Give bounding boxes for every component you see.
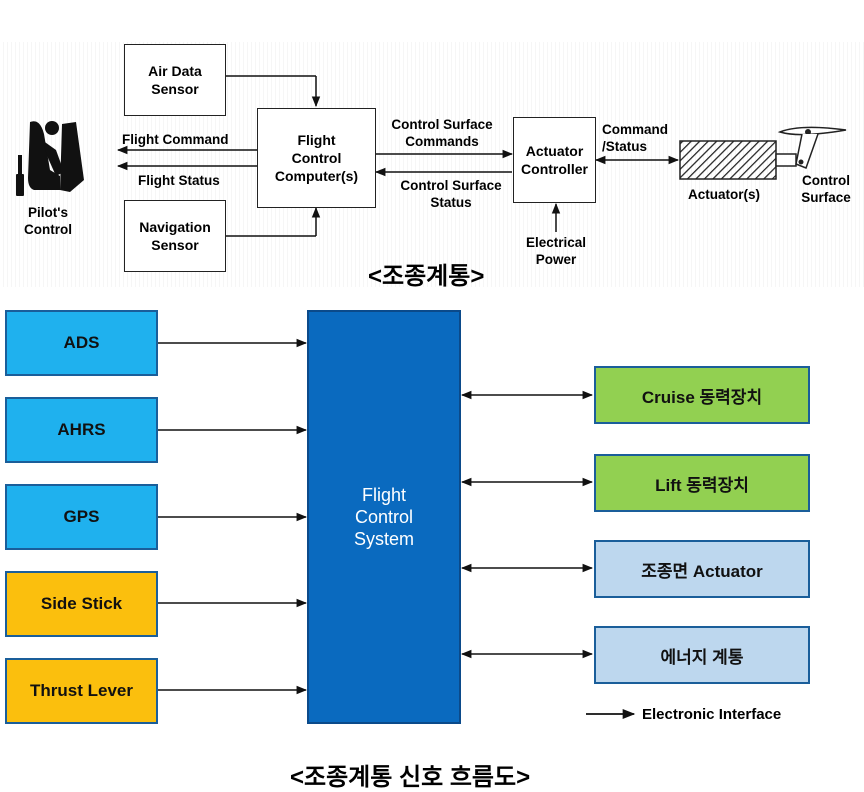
- navigation-sensor-box: Navigation Sensor: [124, 200, 226, 272]
- output-box-cruise: Cruise 동력장치: [594, 366, 810, 424]
- output-box-energy-system: 에너지 계통: [594, 626, 810, 684]
- input-box-thrust-lever: Thrust Lever: [5, 658, 158, 724]
- legend-label: Electronic Interface: [642, 706, 782, 723]
- output-box-lift: Lift 동력장치: [594, 454, 810, 512]
- pilot-seat-icon: [16, 121, 84, 196]
- cs-status-label: Control Surface Status: [400, 178, 502, 210]
- input-box-side-stick: Side Stick: [5, 571, 158, 637]
- top-caption: <조종계통>: [368, 263, 485, 290]
- actuators-label: Actuator(s): [688, 187, 761, 202]
- actuator-controller-box: Actuator Controller: [513, 117, 596, 203]
- output-box-control-surface-actuator: 조종면 Actuator: [594, 540, 810, 598]
- input-box-ads: ADS: [5, 310, 158, 376]
- command-status-label: Command /Status: [602, 122, 669, 154]
- flight-control-computer-box: Flight Control Computer(s): [257, 108, 376, 208]
- actuator-hatched-icon: [679, 140, 777, 180]
- control-surface-icon: [777, 126, 847, 169]
- flight-status-label: Flight Status: [138, 173, 220, 188]
- input-arrows: [158, 338, 308, 695]
- control-surface-label: Control Surface: [801, 173, 851, 205]
- pilot-control-label: Pilot's Control: [24, 205, 72, 237]
- flight-control-system-box: Flight Control System: [307, 310, 461, 724]
- air-data-sensor-box: Air Data Sensor: [124, 44, 226, 116]
- input-box-ahrs: AHRS: [5, 397, 158, 463]
- cs-commands-label: Control Surface Commands: [391, 117, 493, 149]
- input-box-gps: GPS: [5, 484, 158, 550]
- flight-command-label: Flight Command: [122, 132, 229, 147]
- electrical-power-label: Electrical Power: [525, 235, 587, 267]
- output-arrows: [460, 390, 594, 659]
